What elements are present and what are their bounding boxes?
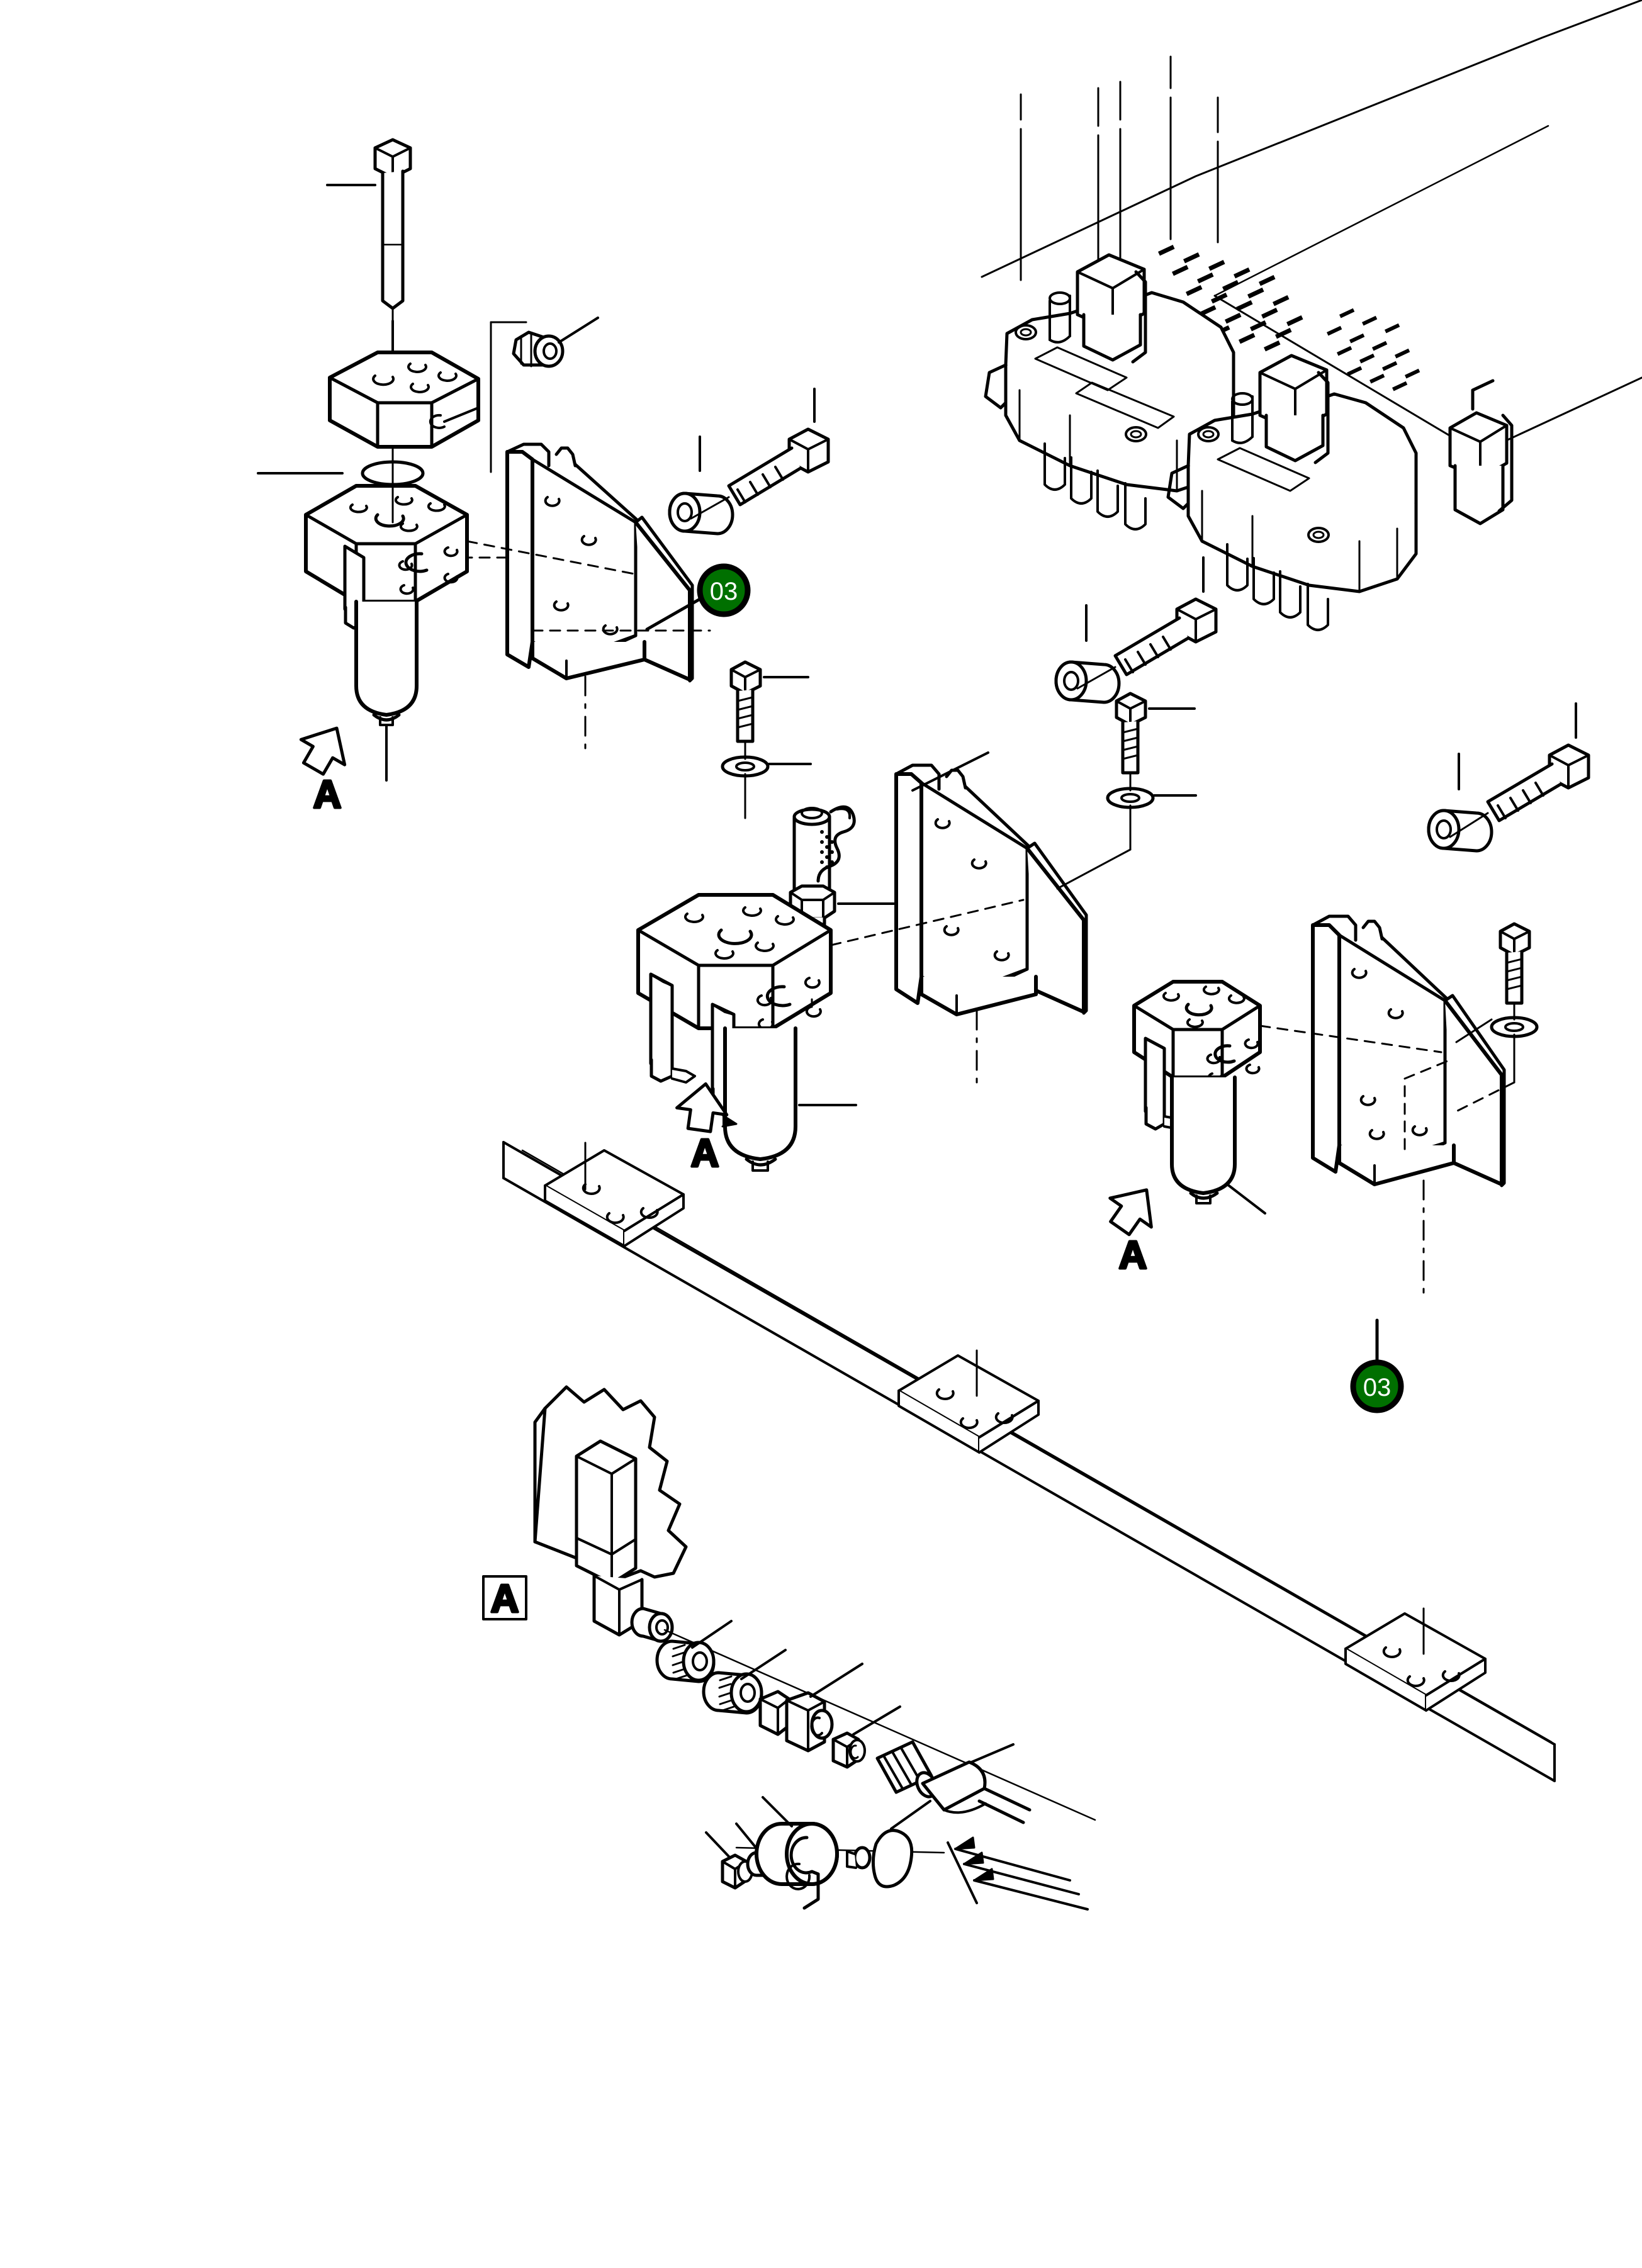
- section-arrow-middle-label: A: [691, 1132, 719, 1176]
- detail-a-fitting-chain: [630, 1607, 1096, 1824]
- detail-a-small-nut: [831, 1705, 901, 1769]
- callout-03-left-leader: [645, 597, 702, 631]
- spacer-bolt-middle: [1054, 556, 1218, 704]
- detail-a-harness-arrows: [947, 1836, 1089, 1911]
- frame-mount-pad-3: [1344, 1607, 1487, 1712]
- frame-rail: [502, 1141, 1556, 1782]
- callout-03-right-label: 03: [1363, 1374, 1392, 1401]
- detail-a-flare-end: [921, 1743, 1032, 1824]
- callouts-layer: 03 03: [697, 563, 1404, 1413]
- detail-box-A: A: [482, 1575, 527, 1622]
- section-arrow-right-label: A: [1119, 1234, 1147, 1277]
- assembly-left-guidelines: [490, 321, 527, 473]
- detail-a-branch-nut: [705, 1831, 753, 1890]
- frame-mount-pad-1: [544, 1142, 685, 1247]
- bolt-short-washer-right: [1453, 922, 1539, 1114]
- bracket-right: [1259, 914, 1506, 1298]
- overview-mesh-hatch-upper: [1158, 245, 1303, 352]
- detail-a-ring-2: [702, 1649, 787, 1715]
- detail-a-saddle-bracket: [846, 1800, 931, 1889]
- overview-solenoid-right: [1448, 379, 1514, 525]
- detail-a-ring-1: [655, 1620, 733, 1683]
- callout-03-left[interactable]: 03: [697, 563, 751, 617]
- section-arrow-middle: A: [675, 1082, 738, 1177]
- frame-mount-pad-2: [897, 1349, 1040, 1454]
- detail-a: A: [482, 1385, 1096, 1911]
- callout-03-left-label: 03: [710, 578, 738, 605]
- assembly-right: A: [1108, 702, 1590, 1364]
- overview-installed-assembly: [981, 0, 1642, 631]
- bracket-left: [466, 442, 711, 750]
- bracket-middle: [829, 751, 1088, 1084]
- bolt-short-washer-middle: [1056, 692, 1197, 890]
- overview-valve-bank-2: [1166, 354, 1418, 631]
- section-arrow-left-label: A: [313, 773, 342, 817]
- valve-block-middle: [636, 893, 857, 1172]
- overview-valve-bank-1: [984, 253, 1235, 531]
- assembly-left: A: [257, 138, 830, 819]
- detail-a-clamp-branch: [705, 1796, 945, 1910]
- detail-a-connector-body: [575, 1439, 644, 1637]
- overview-mesh-hatch-lower: [1327, 308, 1420, 391]
- spacer-bolt-left-upper: [668, 388, 830, 536]
- spacer-bolt-right: [1427, 702, 1590, 853]
- detail-box-A-label: A: [491, 1578, 519, 1621]
- detail-a-grommet: [755, 1796, 839, 1910]
- bolt-short-washer-left: [721, 660, 812, 819]
- sensor-middle: [789, 805, 895, 1001]
- section-arrow-left: A: [299, 726, 347, 818]
- overview-reference-lines: [1020, 55, 1219, 281]
- valve-block-right: [1132, 980, 1266, 1215]
- plug-left: [512, 317, 599, 368]
- valve-cover-block-left: [328, 320, 480, 449]
- section-arrow-right: A: [1108, 1188, 1153, 1279]
- detail-a-hex-fitting: [758, 1663, 863, 1753]
- callout-03-right[interactable]: 03: [1350, 1359, 1404, 1413]
- valve-block-left: [304, 472, 469, 782]
- assembly-middle: A: [636, 556, 1218, 1177]
